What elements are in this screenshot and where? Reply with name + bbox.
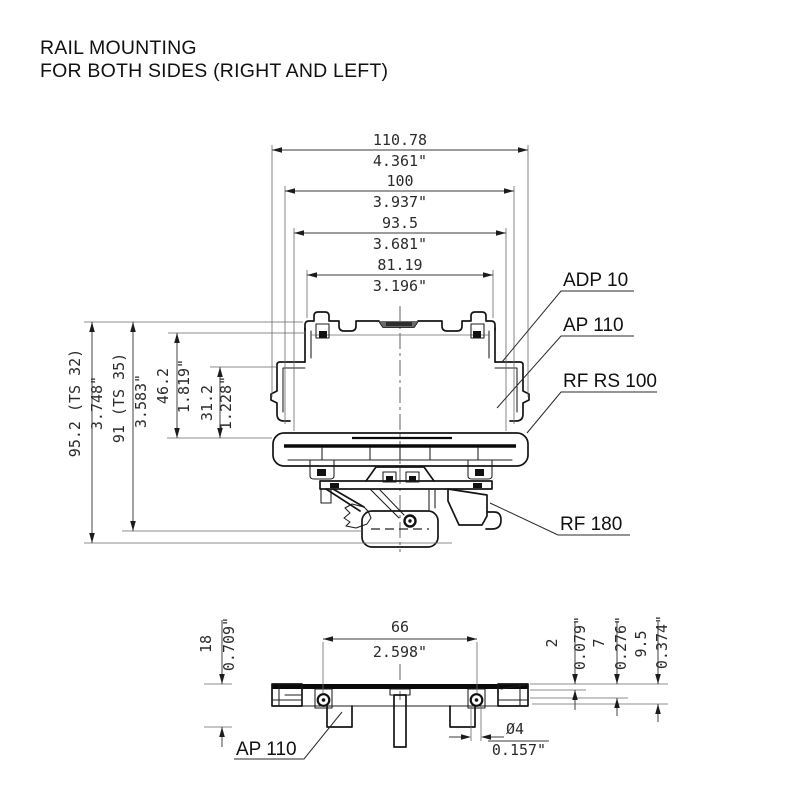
foot-left <box>326 705 353 728</box>
rail-screw-center <box>408 519 412 523</box>
screw-housing-left <box>314 688 333 709</box>
height-extension-lines <box>84 321 452 544</box>
bar-dot-right <box>473 483 482 488</box>
dim-width1-inch: 4.361" <box>373 152 427 170</box>
rf180-left-hook <box>343 503 372 529</box>
rail-foot-band <box>272 432 529 467</box>
plate-top-band <box>272 684 528 689</box>
part-labels: ADP 10 AP 110 RF RS 100 RF 180 <box>489 270 657 536</box>
dim-width4-inch: 3.196" <box>373 277 427 295</box>
band-feet <box>309 459 493 480</box>
screw-housing-right <box>467 688 486 709</box>
dim-width2-inch: 3.937" <box>373 193 427 211</box>
adapter-arm-right <box>494 361 530 422</box>
main-height-dims: 95.2 (TS 32) 3.748" 91 (TS 35) 3.583" 46… <box>66 321 452 544</box>
clamp-bridge <box>365 466 435 482</box>
rf180-left-arm <box>325 488 365 512</box>
dim-height2-mm: 91 (TS 35) <box>110 353 128 443</box>
label-rf180: RF 180 <box>560 514 622 535</box>
leader-rf180 <box>489 502 630 536</box>
dim-width1-mm: 110.78 <box>373 131 427 149</box>
dim-width3-mm: 93.5 <box>382 214 418 232</box>
dim-height2-inch: 3.583" <box>132 374 150 428</box>
adapter-arm-left <box>270 361 306 422</box>
dim-7-inch: 0.276" <box>612 616 630 670</box>
cap-center-slot-core <box>386 322 412 326</box>
latch-dot-left <box>319 331 327 338</box>
right-dim-arrows <box>572 674 661 714</box>
dim-66-mm: 66 <box>391 618 409 636</box>
dim-width4-mm: 81.19 <box>377 256 422 274</box>
dia4-ext <box>470 706 482 741</box>
din-rail-outline <box>361 510 439 548</box>
dim-height1-mm: 95.2 (TS 32) <box>66 349 84 457</box>
dim-7-mm: 7 <box>590 638 608 647</box>
label-ap110: AP 110 <box>563 315 624 336</box>
center-pin <box>393 694 407 748</box>
dim-dia4: Ø4 0.157" <box>449 706 549 759</box>
dim-width3-inch: 3.681" <box>373 235 427 253</box>
dim-dia4-inch: 0.157" <box>492 741 546 759</box>
clamp-clip-left <box>382 471 397 483</box>
band-foot-dot-right <box>475 469 484 476</box>
dim-95-mm: 9.5 <box>632 630 650 657</box>
leader-adp10 <box>501 290 634 363</box>
band-foot-dot-left <box>317 469 326 476</box>
dim-66: 66 2.598" <box>322 618 478 693</box>
dim18-ext <box>204 683 232 728</box>
title-line-1: RAIL MOUNTING <box>40 37 197 59</box>
label-ap110-bottom: AP 110 <box>236 739 297 760</box>
width-extension-lines <box>271 145 529 431</box>
foot-right <box>449 705 476 728</box>
dia4-lines <box>449 736 549 742</box>
cap-inner-walls <box>310 330 490 359</box>
leader-ap110 <box>496 335 634 409</box>
bottom-view: 66 2.598" 18 0.709" Ø4 0.157" 2 0 <box>197 615 671 760</box>
mount-screw-left-center <box>321 698 326 702</box>
adapter-arm-right-inner <box>494 367 518 413</box>
adapter-arm-left-inner <box>282 367 306 413</box>
band-ribs <box>321 447 479 461</box>
label-adp10: ADP 10 <box>563 270 628 291</box>
label-rfrs100: RF RS 100 <box>563 371 657 392</box>
plate-end-right <box>497 683 529 707</box>
plate-end-right-detail <box>497 683 529 707</box>
dim-95-inch: 0.374" <box>653 615 671 669</box>
clamp-clip-right <box>405 471 420 483</box>
leader-rfrs100 <box>526 391 657 434</box>
rf180-j-hook <box>485 511 502 530</box>
dim-66-inch: 2.598" <box>373 643 427 661</box>
dim-width2-mm: 100 <box>386 172 413 190</box>
leader-ap110-bottom <box>234 711 343 760</box>
clamp-dot-right <box>409 476 416 481</box>
dim-2-inch: 0.079" <box>571 616 589 670</box>
dim-height4-mm: 31.2 <box>198 385 216 421</box>
latch-dot-right <box>473 331 481 338</box>
dim-height1-inch: 3.748" <box>88 376 106 430</box>
mount-screw-right-center <box>474 698 479 702</box>
dim-18-mm: 18 <box>197 635 215 653</box>
right-ref-lines <box>530 683 668 705</box>
dim18-arrows <box>219 674 225 737</box>
dim-18: 18 0.709" <box>197 617 238 747</box>
rf180-right-block <box>447 488 488 526</box>
dim-dia4-mm: Ø4 <box>506 720 524 738</box>
dim-2-mm: 2 <box>543 638 561 647</box>
dim-18-inch: 0.709" <box>220 617 238 671</box>
clamp-dot-left <box>386 476 393 481</box>
dim-height3-mm: 46.2 <box>154 368 172 404</box>
dim-height4-inch: 1.228" <box>217 376 235 430</box>
dims-right-stack: 2 0.079" 7 0.276" 9.5 0.374" <box>530 615 671 722</box>
bar-dot-left <box>330 483 339 488</box>
title-line-2: FOR BOTH SIDES (RIGHT AND LEFT) <box>40 60 388 82</box>
plate-end-left-detail <box>271 683 303 707</box>
main-width-dims: 110.78 4.361" 100 3.937" 93.5 3.681" 81.… <box>271 131 529 431</box>
dia4-arrows <box>461 734 491 740</box>
rf180-struts <box>370 489 436 519</box>
dim66-ext <box>322 642 478 693</box>
dim-height3-inch: 1.819" <box>175 359 193 413</box>
main-view: 110.78 4.361" 100 3.937" 93.5 3.681" 81.… <box>66 131 657 552</box>
